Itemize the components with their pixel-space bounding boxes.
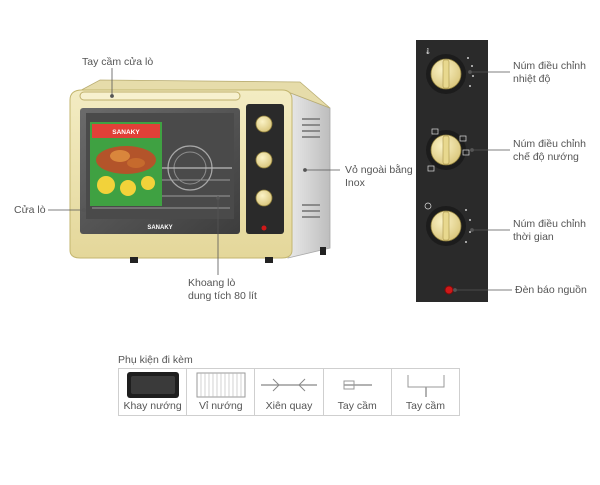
- oven-knob-2: [255, 151, 273, 169]
- label-mode-line1: Núm điều chỉnh: [513, 138, 586, 150]
- mode-knob: [426, 128, 470, 172]
- accessory-handle-1: Tay cầm: [324, 369, 392, 415]
- oven-knob-1: [255, 115, 273, 133]
- label-temp-line1: Núm điều chỉnh: [513, 60, 586, 72]
- label-door-handle: Tay cầm cửa lò: [82, 56, 154, 68]
- baking-tray-icon: [127, 372, 179, 398]
- label-time-line1: Núm điều chỉnh: [513, 218, 586, 230]
- timer-knob: [424, 202, 471, 246]
- label-door: Cửa lò: [14, 204, 46, 216]
- label-temp-line2: nhiệt độ: [513, 73, 551, 85]
- accessory-baking-tray: Khay nướng: [119, 369, 188, 415]
- accessory-grill-rack: Vỉ nướng: [187, 369, 256, 415]
- svg-text:🌡: 🌡: [424, 47, 432, 55]
- recipe-sticker: SANAKY: [90, 122, 162, 206]
- label-cavity-line1: Khoang lò: [188, 277, 236, 289]
- label-outer-line1: Vỏ ngoài bằng: [345, 164, 413, 176]
- oven-knob-3: [255, 189, 273, 207]
- callout-lines-right: [453, 70, 512, 292]
- accessories-title: Phụ kiện đi kèm: [118, 354, 193, 366]
- label-power-light: Đèn báo nguồn: [515, 284, 587, 296]
- temperature-knob: 🌡: [424, 47, 474, 94]
- accessory-name: Tay cầm: [337, 400, 377, 412]
- accessory-name: Khay nướng: [123, 400, 182, 412]
- oven-front: SANAKY SANAKY: [69, 89, 293, 259]
- label-time-line2: thời gian: [513, 231, 554, 243]
- oven-brand-logo: SANAKY: [147, 225, 172, 231]
- grill-rack-icon: [196, 372, 246, 398]
- label-mode-line2: chế độ nướng: [513, 151, 579, 163]
- tray-lifter-icon: [407, 375, 445, 397]
- oven-side-panel: [287, 91, 331, 259]
- oven-control-panel: [246, 104, 284, 234]
- accessory-rotisserie-spit: Xiên quay: [255, 369, 324, 415]
- door-handle: [79, 91, 241, 101]
- accessory-name: Vỉ nướng: [198, 400, 243, 412]
- accessory-name: Tay cầm: [405, 400, 445, 412]
- control-panel-closeup: 🌡: [416, 40, 488, 302]
- label-outer-line2: Inox: [345, 177, 365, 189]
- rotisserie-spit-icon: [261, 378, 318, 392]
- oven-power-light: [261, 225, 267, 231]
- label-cavity-line2: dung tích 80 lít: [188, 290, 257, 302]
- handle-tool-icon: [343, 380, 372, 390]
- accessories-box: Khay nướng Vỉ nướng Xiên quay: [118, 368, 460, 416]
- accessory-name: Xiên quay: [265, 400, 313, 412]
- power-indicator-light: [444, 285, 454, 295]
- accessory-handle-2: Tay cầm: [392, 369, 459, 415]
- svg-text:SANAKY: SANAKY: [112, 129, 140, 136]
- callout-lines-left: [48, 68, 340, 275]
